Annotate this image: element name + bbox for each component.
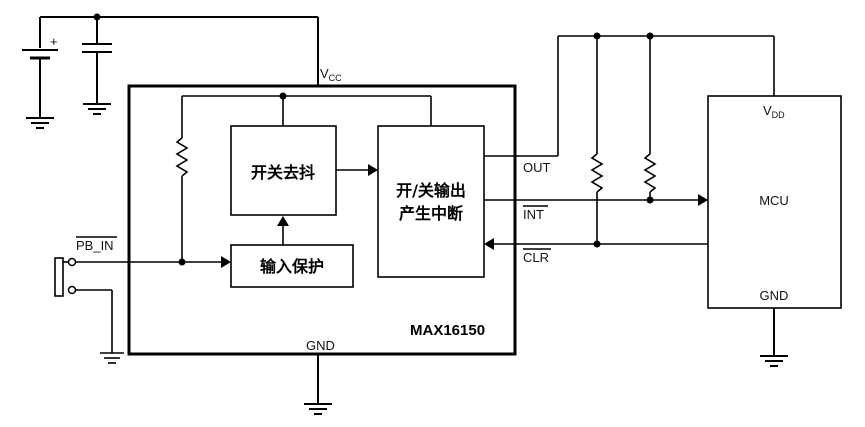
input-protection-block	[230, 244, 354, 288]
vcc-rail	[40, 13, 319, 86]
mcu-block	[707, 95, 842, 309]
chip-gnd-label: GND	[306, 338, 335, 353]
capacitor-symbol	[82, 17, 112, 115]
chip-part-number: MAX16150	[410, 322, 485, 339]
vcc-label: VCC	[320, 66, 342, 83]
pushbutton-symbol	[54, 257, 124, 364]
pullup-resistor-int	[643, 36, 657, 200]
pb-in-line	[68, 256, 231, 268]
arrow-protection-to-debounce	[277, 216, 289, 245]
mcu-ground-symbol	[760, 308, 788, 367]
out-line	[484, 32, 775, 157]
mcu-name: MCU	[759, 193, 789, 208]
debounce-label: 开关去抖	[251, 163, 315, 182]
internal-resistor	[175, 137, 189, 266]
on-off-output-label-1: 开/关输出	[396, 181, 466, 200]
battery-plus-label: +	[50, 34, 58, 49]
out-label: OUT	[523, 160, 551, 175]
pullup-resistor-clr	[590, 36, 604, 244]
clr-line	[484, 238, 708, 250]
debounce-block	[230, 125, 337, 216]
on-off-output-label-2: 产生中断	[399, 204, 463, 223]
on-off-output-block	[377, 125, 485, 278]
mcu-vdd-label: VDD	[763, 103, 785, 120]
chip-ground-symbol	[304, 354, 332, 415]
arrow-debounce-to-output	[336, 164, 378, 176]
mcu-gnd-label: GND	[760, 288, 789, 303]
int-line	[484, 194, 708, 206]
internal-rail	[181, 92, 432, 138]
max16150-chip-outline	[127, 84, 517, 356]
battery-symbol: +	[22, 17, 58, 129]
input-protection-label: 输入保护	[260, 257, 324, 276]
pb-in-label: PB_IN	[76, 238, 114, 253]
clr-label: CLR	[523, 250, 549, 265]
int-label: INT	[523, 207, 544, 222]
